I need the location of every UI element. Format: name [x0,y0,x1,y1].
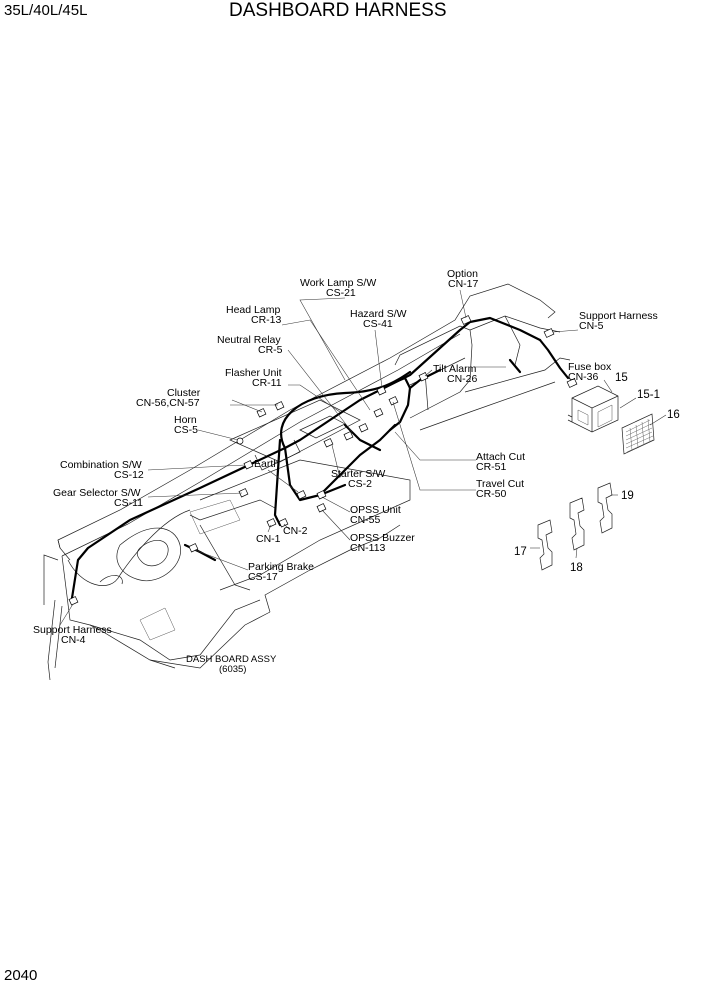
label-attach-cut: Attach Cut [476,451,525,463]
part-number-18: 18 [570,562,583,574]
page-number: 2040 [4,967,37,984]
label-work-lamp-code: CS-21 [326,287,356,299]
label-gear-selector: Gear Selector S/W [53,487,141,499]
label-combination-sw-code: CS-12 [114,469,144,481]
label-starter-sw: Starter S/W [331,468,385,480]
connector-support-top [543,328,555,338]
label-horn: Horn [174,414,197,426]
harness-wire [70,316,570,600]
label-support-harness-top-code: CN-5 [579,320,604,332]
label-tilt-alarm: Tilt Alarm [433,363,477,375]
page-title: DASHBOARD HARNESS [229,0,447,21]
label-horn-code: CS-5 [174,424,198,436]
label-attach-cut-code: CR-51 [476,461,507,473]
connector-cluster-a [274,401,285,411]
label-hazard: Hazard S/W [350,308,407,320]
part-number-16: 16 [667,409,680,421]
label-cn2: CN-2 [283,525,308,537]
model-label: 35L/40L/45L [4,2,87,19]
label-cn1: CN-1 [256,533,281,545]
connector-gear-selector [238,488,249,498]
part-number-labels: 15 15-1 16 17 18 19 [514,372,680,574]
label-opss-buzzer-code: CN-113 [350,542,386,554]
connector-cluster-b [256,408,267,418]
label-support-harness-bottom: Support Harness [33,624,112,636]
label-cluster: Cluster [167,387,201,399]
connector-fuse [566,378,578,388]
label-starter-sw-code: CS-2 [348,478,372,490]
connector-flasher [358,423,369,433]
connector-horn [236,437,244,445]
connector-travel [388,396,399,406]
fuse-box-assembly [567,385,655,455]
label-opss-unit: OPSS Unit [350,504,401,516]
label-hazard-code: CS-41 [363,318,393,330]
connector-cn2 [278,518,289,528]
leader-lines [59,289,667,626]
part-number-17: 17 [514,546,527,558]
connector-hazard [376,386,387,396]
label-flasher-unit: Flasher Unit [225,367,282,379]
bracket-19 [597,482,613,534]
label-support-harness-top: Support Harness [579,310,658,322]
label-fuse-box-code: CN-36 [568,371,599,383]
brackets [537,482,613,571]
label-flasher-unit-code: CR-11 [252,377,282,389]
label-neutral-relay: Neutral Relay [217,334,281,346]
bracket-17 [537,519,553,571]
label-parking-brake-code: CS-17 [248,571,278,583]
connector-support-bottom [68,596,79,606]
callout-labels: Work Lamp S/W CS-21 Option CN-17 Head La… [33,268,658,675]
label-work-lamp: Work Lamp S/W [300,277,376,289]
label-neutral-relay-code: CR-5 [258,344,283,356]
part-number-15-1: 15-1 [637,389,660,401]
connector-cn1 [266,518,277,528]
label-opss-unit-code: CN-55 [350,514,381,526]
harness-connectors [68,315,578,606]
label-earth: Earth [254,458,279,470]
bracket-18 [569,497,585,551]
label-head-lamp: Head Lamp [226,304,280,316]
label-travel-cut-code: CR-50 [476,488,507,500]
label-dash-board-assy-code: (6035) [219,664,246,675]
connector-opss-buzzer [316,503,327,513]
label-combination-sw: Combination S/W [60,459,142,471]
label-option: Option [447,268,478,280]
label-gear-selector-code: CS-11 [114,497,143,509]
label-support-harness-bottom-code: CN-4 [61,634,86,646]
connector-attach [373,408,384,418]
dashboard-body [43,283,571,681]
label-head-lamp-code: CR-13 [251,314,282,326]
label-parking-brake: Parking Brake [248,561,314,573]
part-number-15: 15 [615,372,628,384]
label-opss-buzzer: OPSS Buzzer [350,532,415,544]
connector-starter [323,438,334,448]
label-travel-cut: Travel Cut [476,478,524,490]
connector-earth [296,490,307,500]
label-option-code: CN-17 [448,278,479,290]
part-number-19: 19 [621,490,634,502]
connector-neutral [343,431,354,441]
label-fuse-box: Fuse box [568,361,612,373]
connector-option [460,315,472,325]
label-tilt-alarm-code: CN-26 [447,373,478,385]
connector-parking [188,543,199,553]
label-cluster-code: CN-56,CN-57 [136,397,200,409]
connector-combination [243,460,254,470]
label-dash-board-assy: DASH BOARD ASSY [186,654,277,665]
connector-tilt-alarm [418,372,429,382]
